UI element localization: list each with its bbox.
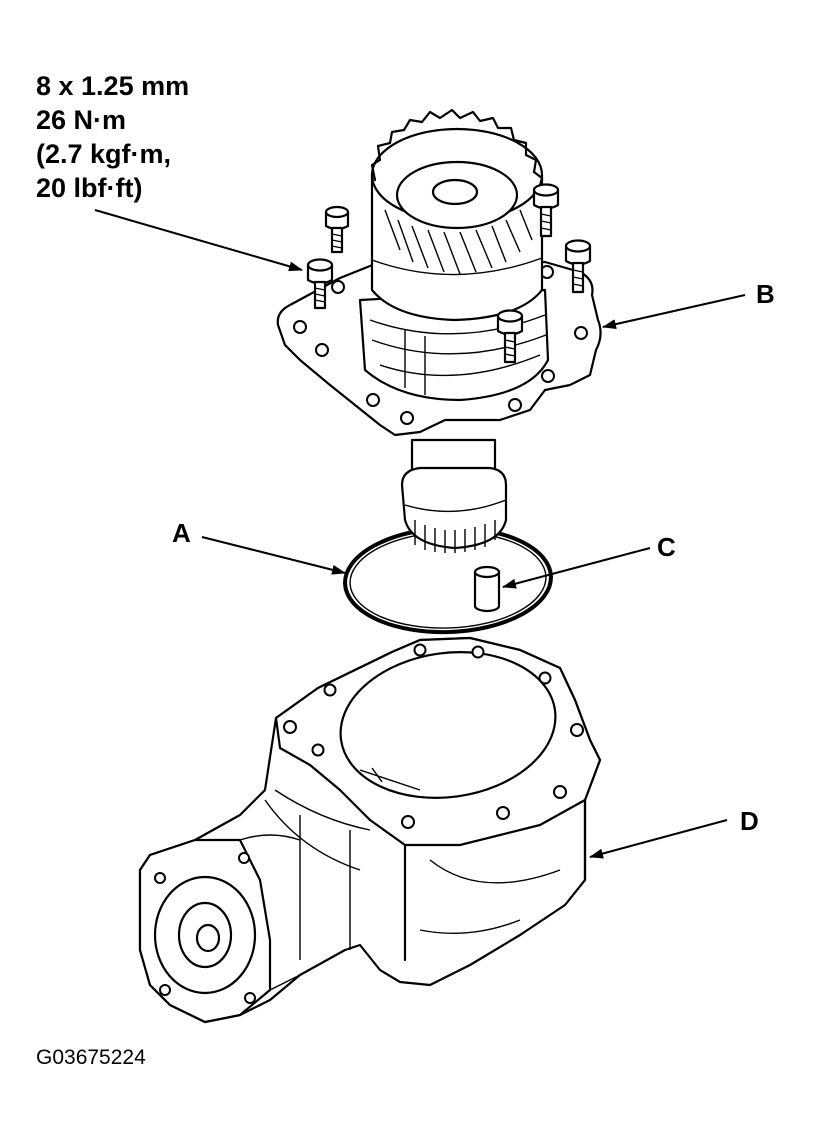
spec-thread: 8 x 1.25 mm	[36, 71, 190, 101]
leader-d	[589, 819, 728, 859]
leader-lines	[94, 209, 746, 859]
callout-d: D	[740, 806, 759, 836]
leader-c	[502, 547, 651, 589]
flange-bolts	[306, 183, 592, 364]
bolt-2	[306, 258, 334, 310]
leader-torque-spec	[94, 209, 303, 272]
bolt-3	[532, 183, 560, 238]
spec-torque-kgfm: (2.7 kgf·m,	[36, 139, 172, 169]
housing-d	[138, 636, 602, 1024]
leader-b	[602, 294, 746, 330]
bolt-1	[324, 205, 350, 254]
callout-a: A	[172, 518, 191, 548]
spec-torque-lbfft: 20 lbf·ft)	[36, 173, 143, 203]
spec-torque-nm: 26 N·m	[36, 105, 127, 135]
bolt-5	[496, 309, 524, 364]
callout-b: B	[756, 279, 775, 309]
figure-code: G03675224	[36, 1046, 146, 1069]
dowel-pin-c	[473, 565, 501, 613]
leader-a	[201, 536, 346, 575]
bolt-4	[564, 239, 592, 294]
gear-assembly-b	[276, 108, 602, 553]
callout-c: C	[657, 532, 676, 562]
